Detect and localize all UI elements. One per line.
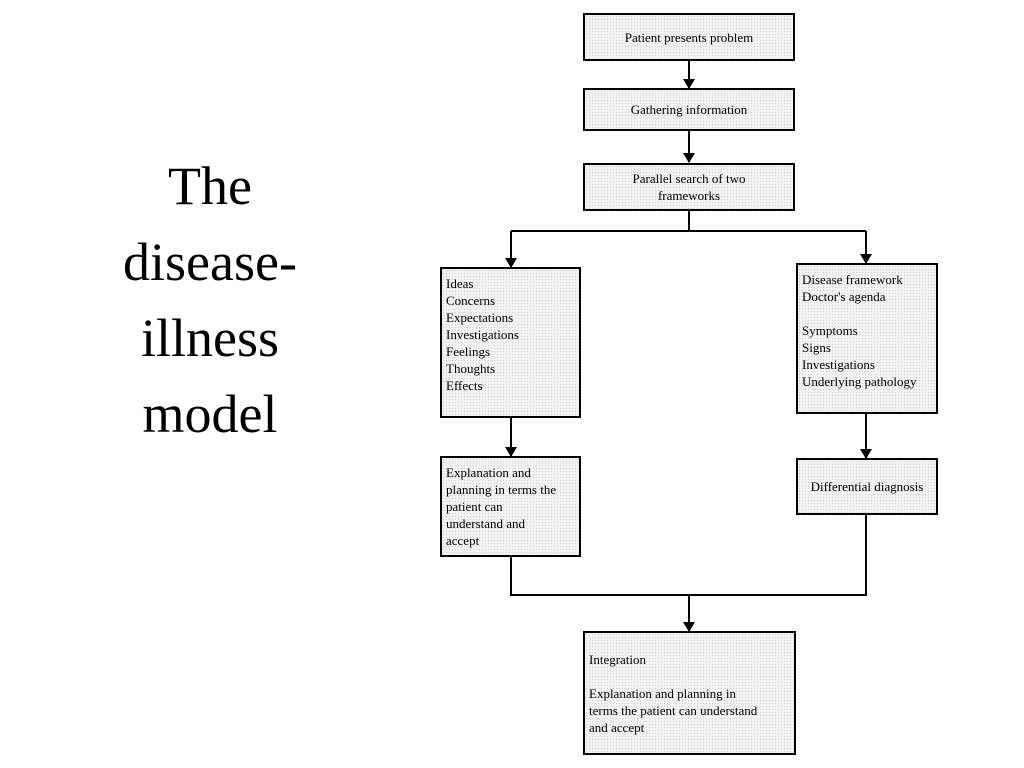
- title-line: The: [168, 156, 252, 216]
- title-line: illness: [140, 308, 279, 368]
- box-parallel-search: Parallel search of two frameworks: [583, 163, 795, 211]
- box-label-line: terms the patient can understand: [589, 703, 758, 718]
- box-label-line: frameworks: [657, 188, 721, 203]
- box-disease-framework: Disease framework Doctor's agenda Sympto…: [796, 263, 938, 414]
- box-label-line: Thoughts: [446, 361, 496, 376]
- page-title: The disease- illness model: [60, 148, 360, 452]
- box-label-line: Signs: [802, 340, 831, 355]
- box-label-line: Underlying pathology: [802, 374, 917, 389]
- box-label-line: Doctor's agenda: [802, 289, 886, 304]
- title-line: disease-: [123, 232, 297, 292]
- box-integration: Integration Explanation and planning in …: [583, 631, 796, 755]
- box-label-line: Concerns: [446, 293, 496, 308]
- box-label-line: Explanation and planning in: [589, 686, 736, 701]
- box-label-line: Ideas: [446, 276, 474, 291]
- box-gathering-information: Gathering information: [583, 88, 795, 131]
- box-label-line: Integration: [589, 652, 647, 667]
- box-label-line: Expectations: [446, 310, 514, 325]
- box-label-line: Investigations: [446, 327, 519, 342]
- connector-merge-right: [689, 514, 867, 596]
- box-label-line: Feelings: [446, 344, 491, 359]
- box-explanation-planning: Explanation and planning in terms the pa…: [440, 456, 581, 557]
- box-label-line: understand and: [446, 516, 526, 531]
- box-label: Gathering information: [630, 102, 748, 117]
- box-label-line: accept: [446, 533, 480, 548]
- box-label: Patient presents problem: [624, 29, 754, 45]
- connector-merge-left: [510, 556, 689, 596]
- box-illness-framework: Ideas Concerns Expectations Investigatio…: [440, 267, 581, 418]
- box-label-line: Explanation and: [446, 465, 531, 480]
- box-label-line: patient can: [446, 499, 503, 514]
- box-label: Differential diagnosis: [810, 479, 924, 494]
- title-line: model: [142, 384, 278, 444]
- box-label-line: Disease framework: [802, 272, 903, 287]
- box-label-line: Effects: [446, 378, 483, 393]
- box-label-line: and accept: [589, 720, 645, 735]
- box-label-line: planning in terms the: [446, 482, 557, 497]
- box-label-line: Parallel search of two: [632, 171, 746, 186]
- box-label-line: Symptoms: [802, 323, 858, 338]
- box-label-line: Investigations: [802, 357, 875, 372]
- box-patient-presents: Patient presents problem: [583, 13, 795, 61]
- box-differential-diagnosis: Differential diagnosis: [796, 458, 938, 515]
- connector-split: [511, 211, 690, 232]
